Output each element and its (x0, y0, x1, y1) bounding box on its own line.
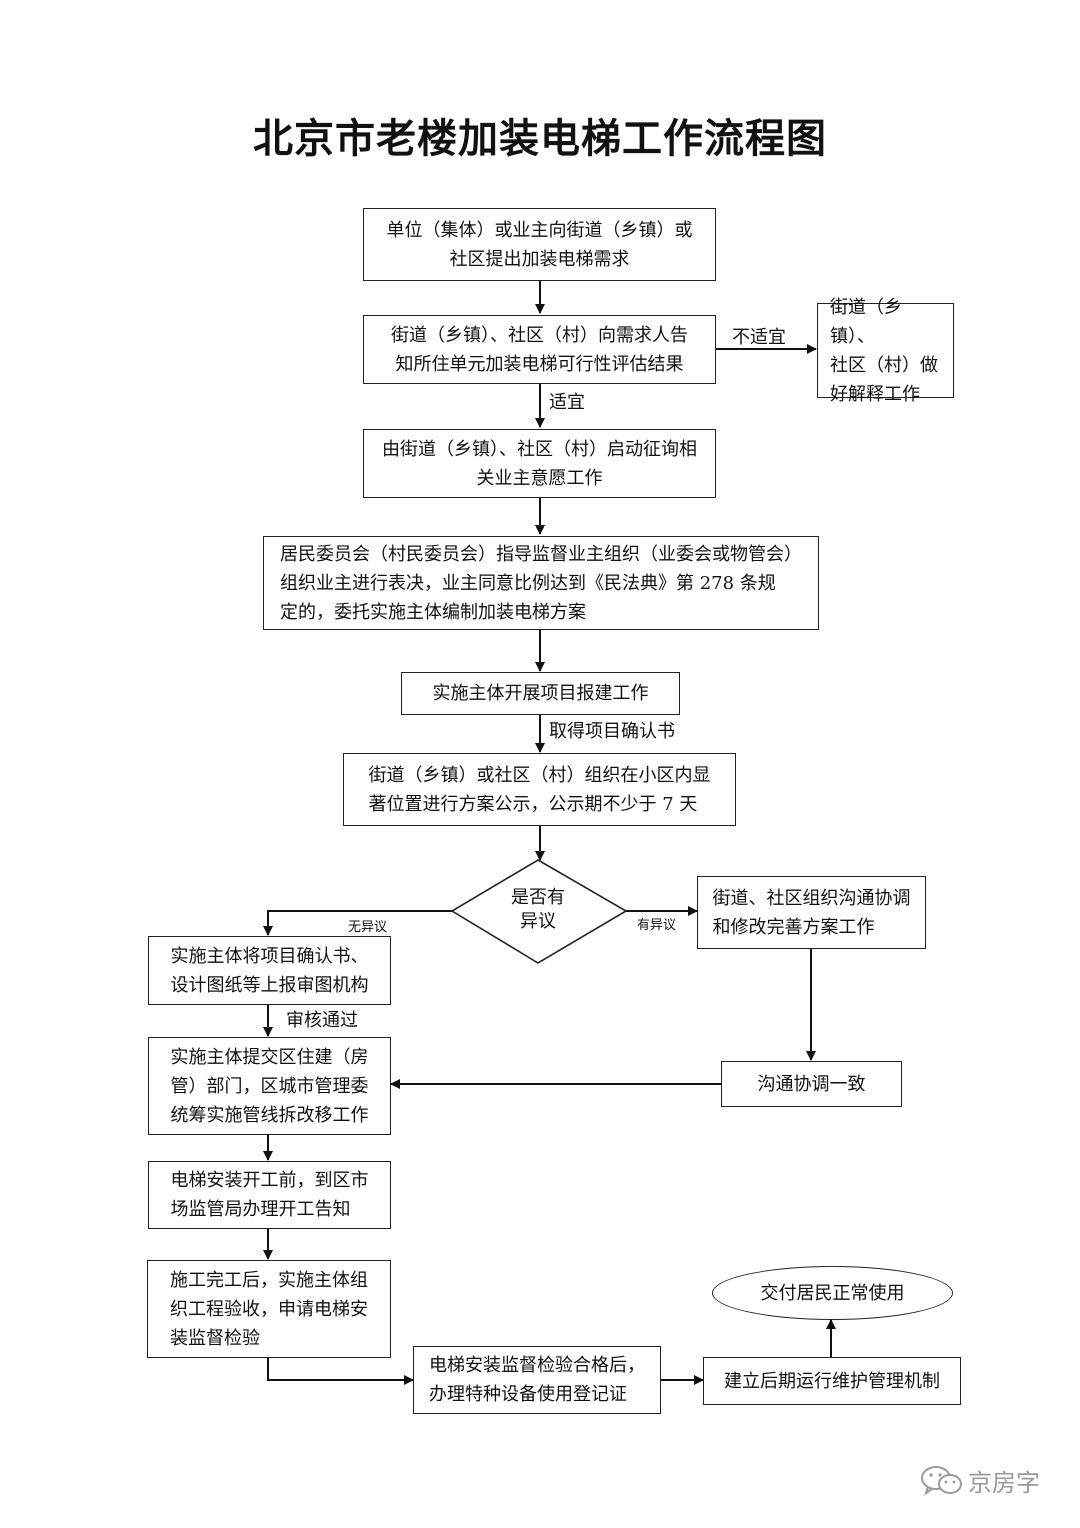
edge-label-review-passed: 审核通过 (286, 1010, 358, 1031)
node-registration: 电梯安装监督检验合格后， 办理特种设备使用登记证 (413, 1346, 661, 1414)
node-consult-owners: 由街道（乡镇）、社区（村）启动征询相 关业主意愿工作 (363, 429, 716, 498)
edge-decision-n7l (263, 910, 452, 936)
decision-label: 是否有 异议 (511, 887, 565, 932)
node-owner-vote: 居民委员会（村民委员会）指导监督业主组织（业委会或物管会） 组织业主进行表决，业… (263, 536, 819, 630)
node-request: 单位（集体）或业主向街道（乡镇）或 社区提出加装电梯需求 (363, 208, 716, 281)
edge-n10-n11 (267, 1358, 414, 1385)
edge-label-suitable: 适宜 (549, 392, 585, 413)
edge-label-has-objection: 有异议 (637, 918, 677, 933)
node-delivery: 交付居民正常使用 (712, 1266, 953, 1320)
decision-diamond (450, 859, 628, 964)
node-explanation: 街道（乡镇）、 社区（村）做 好解释工作 (817, 297, 954, 405)
node-submit-review: 实施主体将项目确认书、 设计图纸等上报审图机构 (148, 936, 391, 1005)
node-project-filing: 实施主体开展项目报建工作 (401, 672, 680, 715)
node-construction-notice: 电梯安装开工前，到区市 场监管局办理开工告知 (148, 1161, 391, 1229)
page-title: 北京市老楼加装电梯工作流程图 (253, 115, 827, 162)
watermark-text: 京房字 (968, 1469, 1040, 1497)
node-feasibility-result: 街道（乡镇）、社区（村）向需求人告 知所住单元加装电梯可行性评估结果 (363, 315, 716, 384)
node-consensus: 沟通协调一致 (721, 1061, 902, 1107)
node-public-notice: 街道（乡镇）或社区（村）组织在小区内显 著位置进行方案公示，公示期不少于 7 天 (343, 753, 736, 826)
watermark: 京房字 (920, 1463, 1040, 1498)
edge-label-get-confirmation: 取得项目确认书 (549, 721, 675, 742)
node-pipeline-relocation: 实施主体提交区住建（房 管）部门，区城市管理委 统筹实施管线拆改移工作 (148, 1037, 391, 1135)
node-maintenance-mechanism: 建立后期运行维护管理机制 (703, 1357, 961, 1405)
wechat-icon (921, 1465, 962, 1495)
node-coordinate-revise: 街道、社区组织沟通协调 和修改完善方案工作 (697, 876, 926, 949)
edge-label-not-suitable: 不适宜 (732, 327, 786, 348)
node-acceptance-inspection: 施工完工后，实施主体组 织工程验收，申请电梯安 装监督检验 (147, 1260, 391, 1358)
edge-label-no-objection: 无异议 (348, 920, 388, 935)
